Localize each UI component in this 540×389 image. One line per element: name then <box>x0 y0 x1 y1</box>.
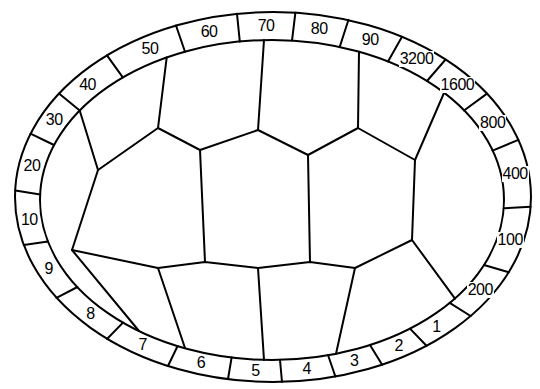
marginal-number: 40 <box>78 77 97 93</box>
marginal-number: 90 <box>361 32 380 48</box>
marginal-number: 200 <box>467 282 494 298</box>
marginal-number: 1 <box>431 319 441 335</box>
shell-outer-edge <box>15 12 531 382</box>
marginal-number: 400 <box>502 166 529 182</box>
marginal-number: 9 <box>43 261 53 277</box>
marginal-number: 20 <box>23 158 42 174</box>
marginal-number: 1600 <box>440 77 476 93</box>
marginal-number: 10 <box>20 212 39 228</box>
marginal-number: 4 <box>301 361 311 377</box>
marginal-number: 100 <box>497 232 524 248</box>
marginal-number: 3200 <box>399 51 435 67</box>
marginal-number: 800 <box>479 115 506 131</box>
marginal-number: 50 <box>141 41 160 57</box>
marginal-number: 70 <box>257 18 276 34</box>
marginal-number: 30 <box>45 112 64 128</box>
marginal-number: 2 <box>393 338 403 354</box>
marginal-number: 6 <box>196 355 206 371</box>
central-scutes <box>72 40 455 360</box>
marginal-number: 8 <box>85 306 95 322</box>
marginal-inner-edge <box>40 40 504 360</box>
marginal-number: 60 <box>200 24 219 40</box>
marginal-number: 5 <box>250 363 260 379</box>
marginal-number: 7 <box>137 337 147 353</box>
marginal-number: 80 <box>310 21 329 37</box>
marginal-dividers <box>15 13 530 382</box>
marginal-number: 3 <box>349 353 359 369</box>
